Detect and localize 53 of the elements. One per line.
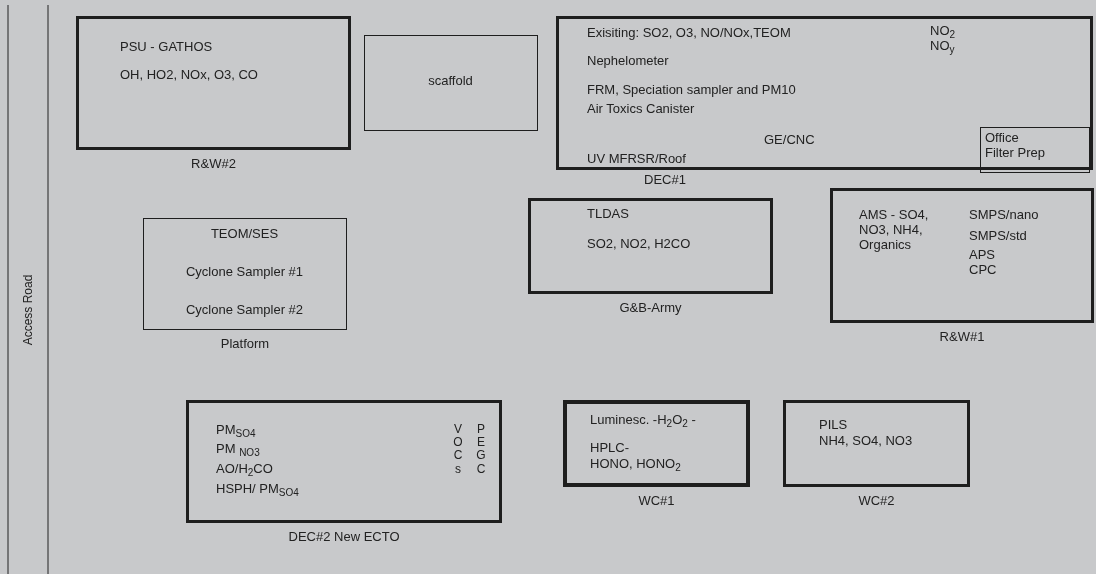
area-box bbox=[186, 400, 502, 523]
area-box bbox=[556, 16, 1093, 170]
box-text: FRM, Speciation sampler and PM10 bbox=[587, 82, 796, 97]
box-text: Luminesc. -H$_{2}$O$_{2}$ - bbox=[590, 412, 696, 427]
box-text: UV MFRSR/Roof bbox=[587, 151, 686, 166]
area-box bbox=[980, 127, 1090, 173]
box-text: AMS - SO4, NO3, NH4, Organics bbox=[859, 207, 930, 252]
area-caption: R&W#2 bbox=[191, 156, 236, 171]
box-text: Exisiting: SO2, O3, NO/NOx,TEOM bbox=[587, 25, 791, 40]
box-text: NO$_{2}$ bbox=[930, 23, 956, 38]
box-text: Office bbox=[985, 130, 1019, 145]
box-text: TEOM/SES bbox=[209, 226, 280, 241]
box-text: SMPS/nano bbox=[969, 207, 1039, 222]
box-text: HPLC- bbox=[590, 440, 629, 455]
area-box bbox=[783, 400, 970, 487]
area-caption: WC#1 bbox=[638, 493, 675, 508]
area-box bbox=[563, 400, 750, 487]
area-box bbox=[143, 218, 347, 330]
box-text: CPC bbox=[969, 262, 997, 277]
box-text: Air Toxics Canister bbox=[587, 101, 695, 116]
area-box bbox=[76, 16, 351, 150]
box-text: GE/CNC bbox=[764, 132, 815, 147]
box-text: NO$_{y}$ bbox=[930, 38, 955, 53]
box-text: VOCs bbox=[452, 423, 464, 476]
box-text: SMPS/std bbox=[969, 228, 1027, 243]
box-text: PM$_{SO4}$ bbox=[216, 422, 256, 437]
area-caption: Platform bbox=[220, 336, 270, 351]
box-text: Nephelometer bbox=[587, 53, 669, 68]
box-text: PSU - GATHOS bbox=[120, 39, 213, 54]
area-box bbox=[364, 35, 538, 131]
box-text: HONO, HONO$_{2}$ bbox=[590, 456, 681, 471]
box-text: PILS bbox=[819, 417, 848, 432]
box-text: Filter Prep bbox=[985, 145, 1045, 160]
road-label: Access Road bbox=[21, 274, 35, 346]
box-text: NH4, SO4, NO3 bbox=[819, 433, 913, 448]
box-text: HSPH/ PM$_{SO4}$ bbox=[216, 481, 299, 496]
area-caption: G&B-Army bbox=[619, 300, 682, 315]
box-text: scaffold bbox=[427, 73, 474, 88]
box-text: PEGC bbox=[475, 423, 487, 476]
area-caption: DEC#1 bbox=[644, 172, 686, 187]
box-text: TLDAS bbox=[587, 206, 629, 221]
box-text: Cyclone Sampler #1 bbox=[184, 264, 305, 279]
area-caption: WC#2 bbox=[858, 493, 895, 508]
box-text: OH, HO2, NOx, O3, CO bbox=[120, 67, 258, 82]
area-box bbox=[528, 198, 773, 294]
area-box bbox=[830, 188, 1094, 323]
area-caption: R&W#1 bbox=[939, 329, 985, 344]
area-caption: DEC#2 New ECTO bbox=[288, 529, 400, 544]
box-text: AO/H$_{2}$CO bbox=[216, 461, 273, 476]
box-text: PM $_{NO3}$ bbox=[216, 441, 260, 456]
box-text: Cyclone Sampler #2 bbox=[184, 302, 305, 317]
box-text: APS bbox=[969, 247, 995, 262]
box-text: SO2, NO2, H2CO bbox=[587, 236, 691, 251]
